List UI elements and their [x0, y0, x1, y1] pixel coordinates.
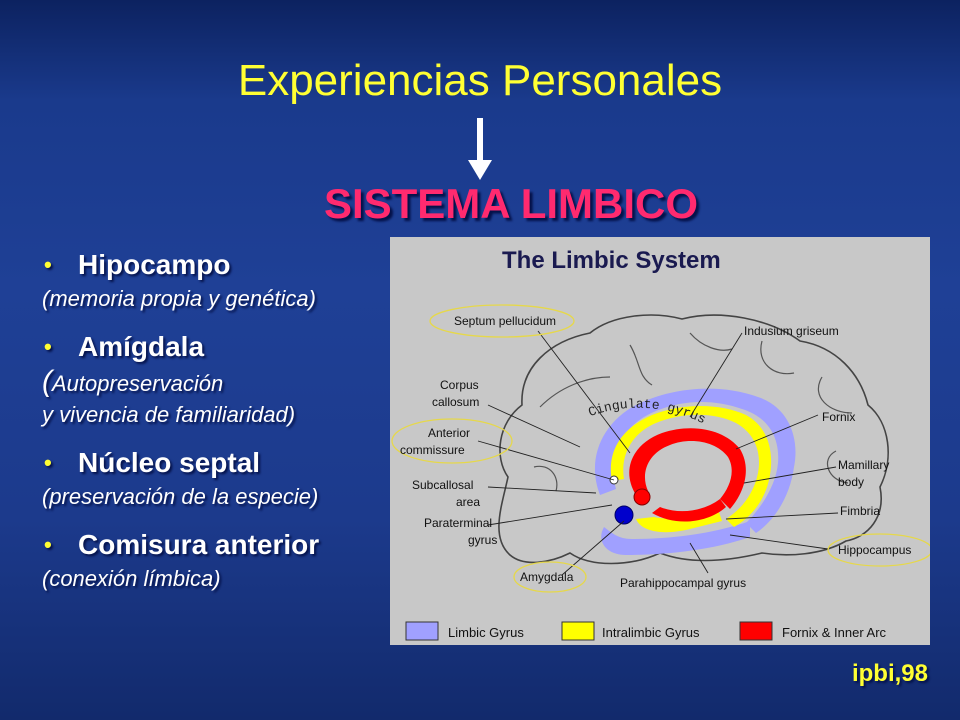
mamillary-body-dot	[633, 488, 651, 506]
legend-swatch-limbic	[405, 621, 439, 641]
bullet-label: Núcleo septal	[78, 447, 261, 478]
amygdala-dot	[614, 505, 634, 525]
bullet-item-amigdala: • Amígdala	[44, 328, 394, 366]
brain-outline	[498, 314, 889, 565]
bullet-description: y vivencia de familiaridad)	[42, 402, 296, 427]
bullet-icon: •	[44, 532, 52, 557]
label-hippocampus: Hippocampus	[838, 543, 911, 557]
label-subcallosal: Subcallosal	[412, 478, 473, 492]
slide-title: Experiencias Personales	[237, 56, 723, 105]
fornix-lower-shape	[652, 499, 726, 522]
label-area: area	[456, 495, 480, 509]
fornix-arc-shape	[629, 428, 746, 509]
bullet-icon: •	[44, 252, 52, 277]
bullet-item-nucleo-septal: • Núcleo septal	[44, 444, 394, 482]
down-arrow-icon	[468, 118, 492, 180]
open-paren: (	[42, 365, 52, 398]
bullet-label: Hipocampo	[78, 249, 231, 280]
legend-swatch-intralimbic	[561, 621, 595, 641]
legend-label-limbic: Limbic Gyrus	[448, 625, 524, 640]
label-amygdala: Amygdala	[520, 570, 574, 584]
bullet-label: Amígdala	[78, 331, 205, 362]
bullet-item-hipocampo: • Hipocampo	[44, 246, 394, 284]
bullet-description: (memoria propia y genética)	[42, 286, 316, 311]
label-septum-pellucidum: Septum pellucidum	[454, 314, 556, 328]
bullet-icon: •	[44, 334, 52, 359]
label-commissure: commissure	[400, 443, 465, 457]
bullet-description: (conexión límbica)	[42, 566, 221, 591]
bullet-list: • Hipocampo (memoria propia y genética) …	[42, 246, 394, 608]
label-parahippocampal-gyrus: Parahippocampal gyrus	[620, 576, 746, 590]
label-callosum: callosum	[432, 395, 479, 409]
label-paraterminal: Paraterminal	[424, 516, 492, 530]
label-mamillary: Mamillary	[838, 458, 889, 472]
label-fornix: Fornix	[822, 410, 855, 424]
slide-subtitle: SISTEMA LIMBICO	[323, 180, 699, 227]
bullet-icon: •	[44, 450, 52, 475]
parahippocampal-shape	[601, 521, 750, 555]
bullet-label: Comisura anterior	[78, 529, 320, 560]
footer-credit: ipbi,98	[851, 660, 928, 687]
bullet-description-line: Autopreservación	[52, 371, 224, 396]
brain-sulci	[533, 332, 853, 492]
label-corpus: Corpus	[440, 378, 479, 392]
limbic-system-diagram: The Limbic System Cingulate gyrus	[390, 237, 930, 645]
label-gyrus: gyrus	[468, 533, 497, 547]
diagram-title: The Limbic System	[502, 247, 721, 274]
leader-lines	[477, 330, 839, 576]
bullet-item-comisura-anterior: • Comisura anterior	[44, 526, 394, 564]
bullet-description: (preservación de la especie)	[42, 484, 319, 509]
label-indusium-griseum: Indusium griseum	[744, 324, 839, 338]
legend-swatch-fornix	[739, 621, 773, 641]
highlight-ellipses	[391, 304, 930, 593]
legend: Limbic Gyrus Intralimbic Gyrus Fornix & …	[405, 621, 887, 641]
bullet-description: (Autopreservación	[42, 366, 394, 400]
label-fimbria: Fimbria	[840, 504, 880, 518]
limbic-diagram-svg: The Limbic System Cingulate gyrus	[391, 247, 930, 641]
label-anterior: Anterior	[428, 426, 470, 440]
label-body: body	[838, 475, 864, 489]
legend-label-fornix: Fornix & Inner Arc	[782, 625, 887, 640]
legend-label-intralimbic: Intralimbic Gyrus	[602, 625, 700, 640]
